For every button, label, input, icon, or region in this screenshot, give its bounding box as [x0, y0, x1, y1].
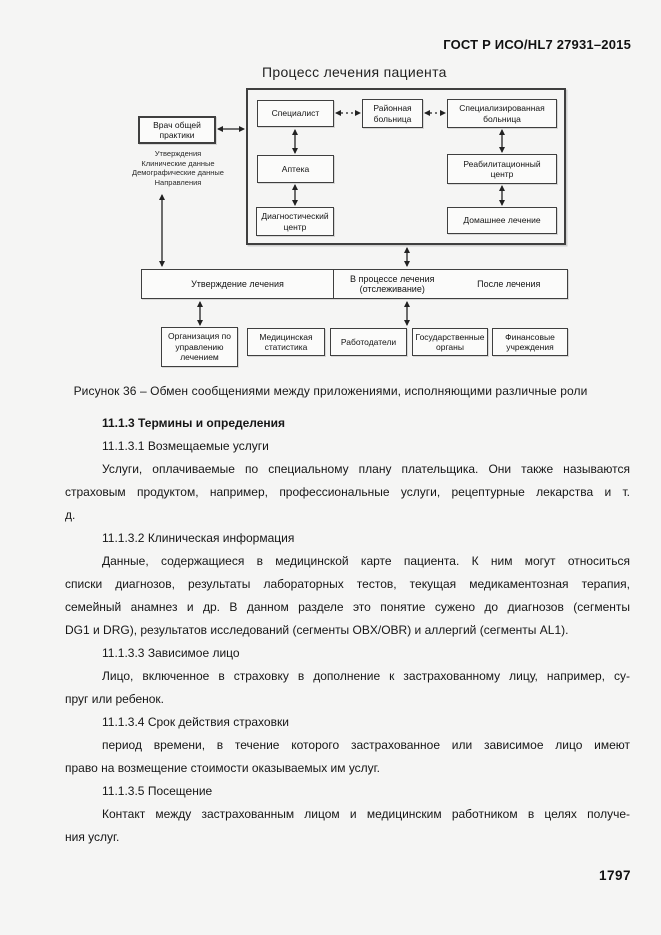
body-line: списки диагнозов, результаты лабораторны… [65, 577, 630, 591]
box-district-hospital: Районная больница [362, 99, 423, 128]
subsection-heading: 11.1.3.1 Возмещаемые услуги [102, 439, 269, 453]
phase-in-process: В процессе лечения (отслеживание) [350, 273, 435, 295]
body-line: DG1 и DRG), результатов исследований (се… [65, 623, 569, 637]
treatment-phase-bar: Утверждение лечения В процессе лечения (… [141, 269, 568, 299]
section-heading: 11.1.3 Термины и определения [102, 416, 286, 430]
body-line: Данные, содержащиеся в медицинской карте… [102, 554, 630, 568]
gp-notes-label: Утверждения Клинические данные Демографи… [132, 149, 224, 187]
document-header: ГОСТ Р ИСО/HL7 27931–2015 [443, 37, 631, 52]
body-line: Лицо, включенное в страховку в дополнени… [102, 669, 630, 683]
box-employers: Работодатели [330, 328, 407, 356]
box-pharmacy: Аптека [257, 155, 334, 183]
body-line: семейный анамнез и др. В данном разделе … [65, 600, 630, 614]
subsection-heading: 11.1.3.2 Клиническая информация [102, 531, 295, 545]
diagram-title: Процесс лечения пациента [262, 64, 447, 80]
box-general-practitioner: Врач общей практики [138, 116, 216, 144]
body-line: ния услуг. [65, 830, 120, 844]
body-line: страховым продуктом, например, профессио… [65, 485, 630, 499]
body-line: период времени, в течение которого застр… [102, 738, 630, 752]
subsection-heading: 11.1.3.4 Срок действия страховки [102, 715, 289, 729]
body-line: пруг или ребенок. [65, 692, 164, 706]
box-medical-statistics: Медицинская статистика [247, 328, 325, 356]
box-home-care: Домашнее лечение [447, 207, 557, 234]
body-text: 11.1.3 Термины и определения 11.1.3.1 Воз… [65, 412, 630, 849]
subsection-heading: 11.1.3.5 Посещение [102, 784, 213, 798]
box-specialized-hospital: Специализированная больница [447, 99, 557, 128]
subsection-heading: 11.1.3.3 Зависимое лицо [102, 646, 240, 660]
box-diagnostic-center: Диагностический центр [256, 207, 334, 236]
body-line: д. [65, 508, 76, 522]
box-rehab-center: Реабилитационный центр [447, 154, 557, 184]
body-line: Контакт между застрахованным лицом и мед… [102, 807, 630, 821]
treatment-process-frame [246, 88, 566, 245]
page-number: 1797 [598, 868, 631, 883]
phase-approval: Утверждение лечения [142, 270, 334, 298]
box-specialist: Специалист [257, 100, 334, 127]
box-government-bodies: Государственные органы [412, 328, 488, 356]
phase-after: После лечения [477, 278, 541, 289]
figure-caption: Рисунок 36 – Обмен сообщениями между при… [73, 384, 588, 398]
body-line: право на возмещение стоимости оказываемы… [65, 761, 380, 775]
body-line: Услуги, оплачиваемые по специальному пла… [102, 462, 630, 476]
box-care-management-org: Организация по управлению лечением [161, 327, 238, 367]
box-financial-institutions: Финансовые учреждения [492, 328, 568, 356]
